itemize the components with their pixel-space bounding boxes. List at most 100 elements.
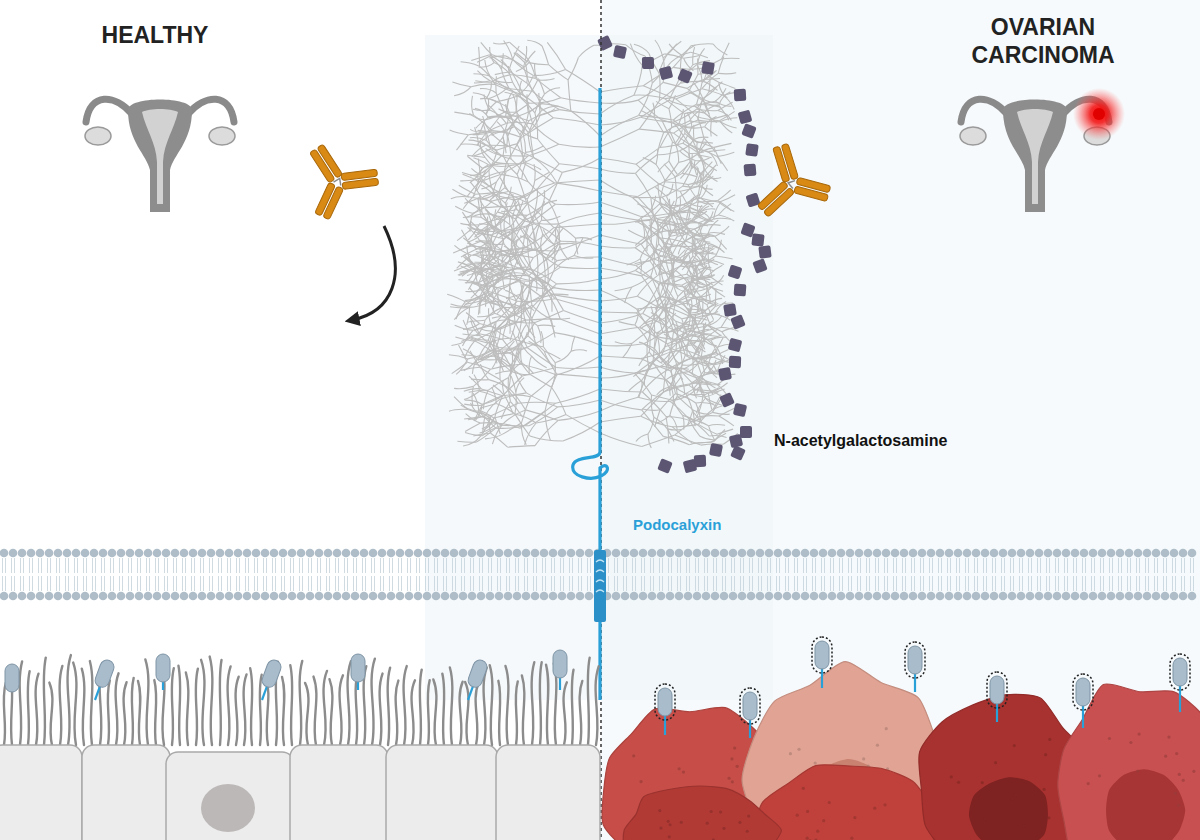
glycan-branch — [574, 255, 593, 258]
glycan-branch — [462, 355, 480, 358]
glycan-branch — [464, 391, 479, 399]
glycan-branch — [546, 259, 548, 284]
glycan-branch — [466, 414, 481, 423]
glycan-branch — [666, 417, 669, 444]
glycan-branch — [668, 41, 681, 53]
glycan-branch — [474, 326, 491, 331]
glycan-branch — [478, 47, 480, 66]
glycan-branch — [493, 339, 496, 356]
glycan-branch — [482, 396, 502, 405]
lipid-tail — [741, 558, 744, 591]
glycan-branch — [557, 374, 600, 378]
glycan-branch — [642, 410, 664, 437]
glycan-branch — [480, 206, 502, 207]
glycan-branch — [454, 112, 473, 115]
lipid-tail — [111, 558, 114, 591]
glycan-branch — [712, 287, 726, 297]
glycan-branch — [661, 299, 666, 313]
glycan-branch — [529, 407, 558, 426]
glycan-branch — [600, 356, 641, 359]
lipid-tail — [1191, 558, 1194, 591]
glycan-branch — [699, 378, 703, 396]
galnac-residue — [758, 245, 771, 258]
glycan-branch — [615, 287, 632, 291]
galnac-residue — [741, 123, 757, 139]
lipid-tail — [804, 558, 807, 591]
glycan-branch — [557, 279, 600, 284]
glycan-branch — [450, 307, 469, 308]
glycan-branch — [490, 149, 511, 159]
glycan-branch — [489, 380, 509, 389]
glycan-branch — [691, 299, 705, 308]
glycan-branch — [520, 113, 528, 135]
glycan-branch — [571, 336, 575, 351]
glycan-branch — [679, 343, 683, 365]
lipid-head — [108, 549, 117, 558]
glycan-branch — [707, 298, 722, 304]
glycan-branch — [528, 182, 556, 205]
lipid-tail — [912, 558, 915, 591]
glycan-branch — [514, 241, 524, 270]
lipid-tail — [552, 558, 555, 591]
glycan-branch — [653, 103, 655, 118]
lipid-tail — [273, 558, 276, 591]
glycan-branch — [554, 245, 556, 269]
glycan-branch — [461, 266, 479, 273]
glycan-branch — [629, 380, 642, 391]
glycan-branch — [542, 270, 555, 298]
glycan-branch — [680, 151, 696, 161]
lipid-tail — [1038, 558, 1041, 591]
lipid-tail — [975, 558, 978, 591]
glycan-branch — [692, 237, 697, 254]
glycan-branch — [492, 387, 497, 403]
glycan-branch — [663, 366, 666, 392]
glycan-branch — [500, 300, 510, 317]
glycan-branch — [708, 316, 721, 326]
glycan-branch — [518, 299, 556, 302]
glycan-branch — [663, 282, 674, 305]
glycan-branch — [516, 378, 524, 393]
glycan-branch — [486, 264, 503, 266]
glycan-branch — [496, 166, 509, 182]
glycan-branch — [495, 371, 511, 374]
glycan-branch — [558, 400, 600, 407]
glycan-branch — [658, 255, 660, 283]
galnac-residue — [728, 338, 743, 353]
glycan-branch — [675, 143, 678, 162]
glycan-branch — [479, 66, 495, 84]
glycan-branch — [695, 158, 709, 161]
glycan-branch — [557, 257, 600, 261]
glycan-branch — [695, 383, 717, 385]
glycan-branch — [468, 273, 478, 289]
glycan-branch — [517, 152, 525, 174]
glycan-branch — [719, 408, 735, 416]
glycan-branch — [494, 414, 513, 418]
lipid-tail — [309, 558, 312, 591]
glycan-branch — [685, 328, 696, 340]
glycan-branch — [637, 356, 662, 373]
lipid-head — [36, 549, 45, 558]
glycan-branch — [643, 158, 656, 165]
glycan-branch — [533, 124, 559, 144]
glycan-branch — [516, 201, 524, 219]
glycan-branch — [480, 410, 494, 418]
glycan-branch — [714, 203, 721, 219]
glycan-branch — [600, 327, 640, 334]
glycan-branch — [697, 104, 719, 105]
glycan-branch — [675, 165, 688, 177]
glycan-branch — [471, 338, 488, 343]
glycan-branch — [557, 183, 600, 191]
glycan-branch — [709, 82, 723, 92]
lipid-tail — [228, 558, 231, 591]
glycan-branch — [625, 287, 632, 303]
glycan-branch — [480, 89, 496, 93]
glycan-branch — [719, 195, 735, 203]
glycan-branch — [701, 212, 712, 222]
glycan-branch — [673, 297, 678, 325]
glycan-branch — [714, 218, 731, 220]
glycan-branch — [541, 104, 571, 111]
glycan-branch — [667, 184, 674, 197]
glycan-branch — [505, 187, 511, 204]
glycan-branch — [615, 342, 632, 344]
lipid-tail — [138, 558, 141, 591]
